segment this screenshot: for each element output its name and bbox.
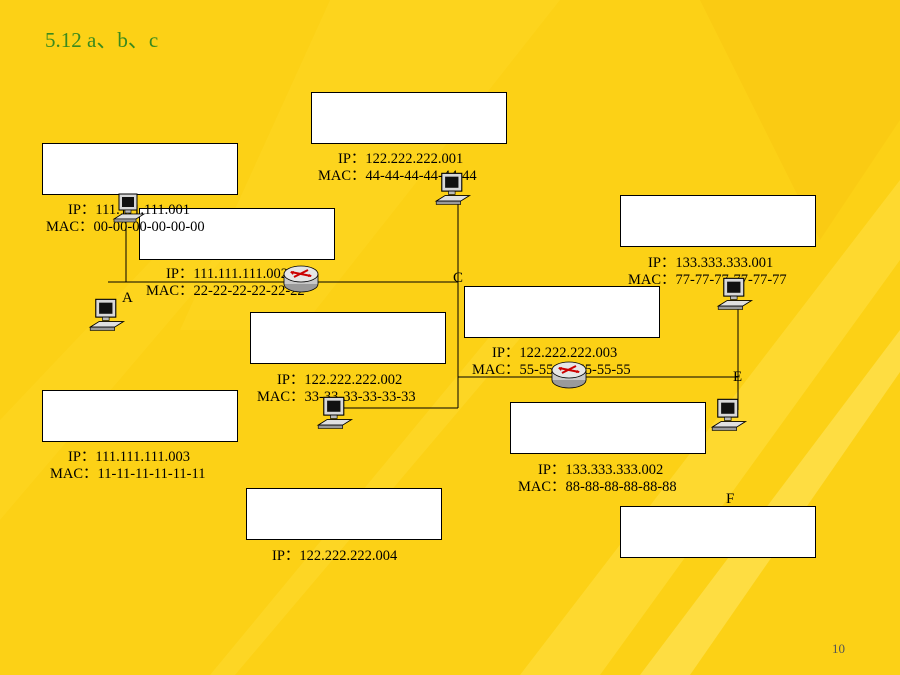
answer-box [510,402,706,454]
answer-box [464,286,660,338]
page-number: 10 [832,641,845,656]
answer-box [620,506,816,558]
mac-text: MAC：88-88-88-88-88-88 [518,479,677,495]
router-icon[interactable] [550,358,588,392]
mac-text: MAC：44-44-44-44-44-44 [318,168,477,184]
ip-text: IP：122.222.222.003 [492,345,618,361]
ip-text: IP：111.111.111.003 [68,449,191,465]
ip-text: IP：111.111.111.002 [166,266,289,282]
address-label-host-122-004: IP：122.222.222.004 [272,548,397,565]
slide-title: 5.12 a、b、c [45,28,159,52]
node-label-e: E [733,369,743,385]
address-label-router2-left: IP：122.222.222.003 MAC：55-55-55-55-55-55 [472,345,631,379]
ip-text: IP：133.333.333.001 [648,255,774,271]
computer-icon[interactable] [88,296,128,336]
computer-icon[interactable] [716,275,756,315]
mac-text: MAC：55-55-55-55-55-55 [472,362,631,378]
ip-text: IP：122.222.222.004 [272,548,398,564]
answer-box [139,208,335,260]
mac-text: MAC：11-11-11-11-11-11 [50,466,206,482]
ip-text: IP：122.222.222.002 [277,372,403,388]
answer-box [42,390,238,442]
node-label-c: C [453,270,464,286]
router-icon[interactable] [282,262,320,296]
answer-box [311,92,507,144]
computer-icon[interactable] [112,192,148,226]
answer-box [246,488,442,540]
node-label-f: F [726,491,735,507]
ip-text: IP：133.333.333.002 [538,462,664,478]
mac-text: MAC：22-22-22-22-22-22 [146,283,305,299]
address-label-router2-right: IP：133.333.333.002 MAC：88-88-88-88-88-88 [518,462,677,496]
answer-box [620,195,816,247]
answer-box [42,143,238,195]
ip-text: IP：122.222.222.001 [338,151,464,167]
mac-text: MAC：77-77-77-77-77-77 [628,272,787,288]
computer-icon[interactable] [434,170,474,210]
computer-icon[interactable] [710,396,750,436]
answer-box [250,312,446,364]
mac-text: MAC：00-00-00-00-00-00 [46,219,205,235]
node-label-a: A [122,290,133,306]
address-label-host-111-003: IP：111.111.111.003 MAC：11-11-11-11-11-11 [50,449,205,483]
address-label-host-133-001: IP：133.333.333.001 MAC：77-77-77-77-77-77 [628,255,787,289]
address-label-router1-left: IP：111.111.111.002 MAC：22-22-22-22-22-22 [146,266,305,300]
computer-icon[interactable] [316,394,356,434]
address-label-host-122-001: IP：122.222.222.001 MAC：44-44-44-44-44-44 [318,151,477,185]
